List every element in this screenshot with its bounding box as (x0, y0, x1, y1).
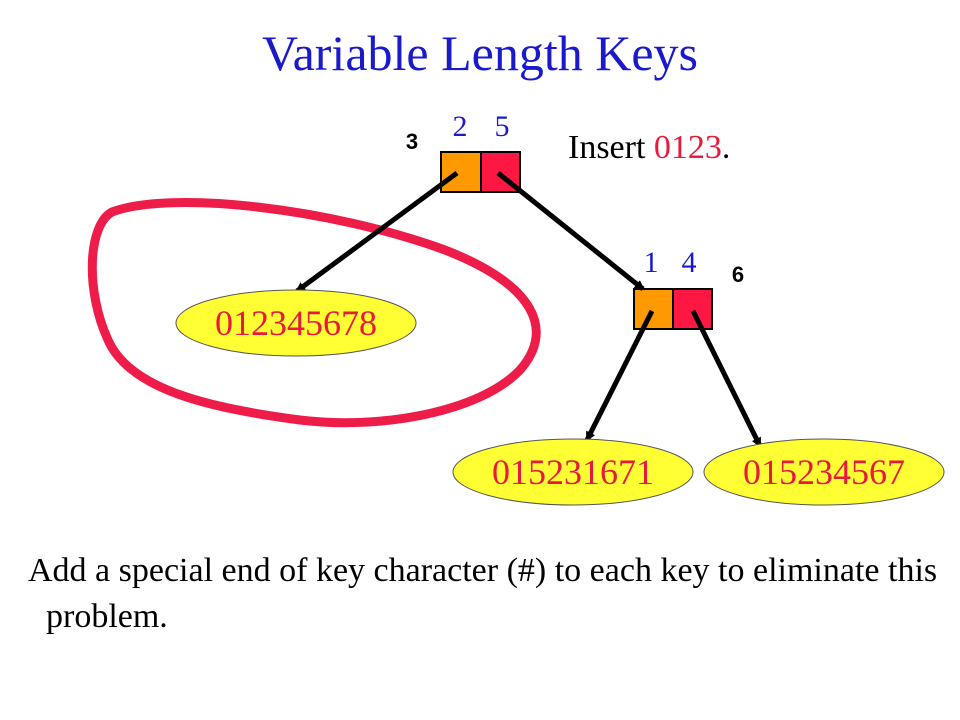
insert-period: . (722, 129, 731, 166)
insert-instruction: Insert 0123. (568, 129, 730, 166)
element-key: 012345678 (215, 303, 377, 343)
root-digit-left: 2 (453, 110, 468, 143)
element-node-015234567: 015234567 (703, 438, 945, 506)
element-key: 015234567 (743, 452, 905, 492)
arrow-root-to-inner-node (496, 171, 645, 291)
arrow-inner-to-element-left (584, 309, 655, 442)
body-text: Add a special end of key character (#) t… (28, 552, 938, 635)
inner-right-cell (672, 288, 713, 330)
arrow-inner-to-element-right (690, 309, 763, 448)
slide-title: Variable Length Keys (262, 25, 698, 81)
root-digit-right: 5 (495, 110, 510, 143)
inner-digit-left: 1 (644, 246, 659, 279)
inner-digit-right: 4 (682, 246, 697, 279)
inner-node-number: 6 (732, 262, 744, 287)
element-node-012345678: 012345678 (175, 289, 417, 357)
element-key: 015231671 (492, 452, 654, 492)
highlight-loop (87, 198, 541, 428)
arrow-root-to-left-element (295, 170, 459, 294)
inner-branch-node (633, 288, 713, 330)
inner-left-cell (633, 288, 674, 330)
root-branch-node (440, 151, 521, 193)
root-left-cell (440, 151, 482, 193)
insert-label: Insert (568, 129, 654, 166)
element-node-015231671: 015231671 (452, 438, 694, 506)
insert-key: 0123 (654, 129, 722, 166)
root-node-number: 3 (406, 129, 418, 154)
